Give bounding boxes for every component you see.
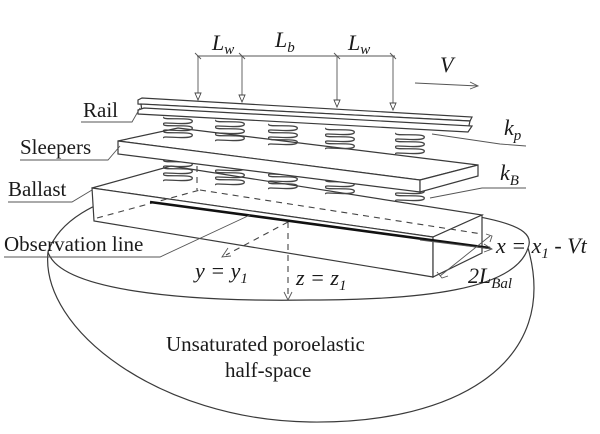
velocity-indicator: V — [414, 52, 480, 90]
spring-coil — [215, 177, 245, 186]
z-axis-label: z = z1 — [295, 265, 346, 294]
spring-coil — [395, 132, 425, 141]
ballast-width-tick-1 — [436, 271, 449, 279]
ballast-side-face — [432, 214, 483, 278]
observation-line-label: Observation line — [4, 232, 143, 256]
spring-coil — [325, 127, 355, 136]
component-labels: Rail Sleepers Ballast Observation line k… — [4, 98, 527, 258]
ballast-width-tick-2 — [485, 233, 493, 243]
kp-leader — [431, 133, 527, 147]
wheel-load-arrowhead — [238, 94, 246, 104]
dimension-tick — [194, 52, 202, 60]
ballast-hidden-edge-2 — [199, 189, 483, 235]
spring-coil — [215, 133, 245, 142]
rail-pad-spring — [163, 116, 193, 139]
spring-coil — [325, 186, 355, 195]
spring-coil — [215, 170, 245, 179]
velocity-arrowhead — [469, 81, 480, 90]
z-axis-arrowhead — [283, 291, 293, 302]
rail-pad-spring — [395, 132, 425, 155]
spring-coil — [268, 130, 298, 139]
spring-coil — [395, 193, 425, 202]
rail-pad-spring — [215, 119, 245, 142]
kB-leader — [429, 187, 526, 199]
y-axis-label: y = y1 — [193, 258, 248, 287]
rail-leader — [81, 107, 141, 123]
sleepers-label: Sleepers — [20, 135, 91, 159]
spring-coil — [163, 159, 193, 168]
spring-coil — [268, 123, 298, 132]
spring-coil — [268, 174, 298, 183]
spring-coil — [268, 137, 298, 146]
ballast-spring — [163, 159, 193, 182]
wheel-load-arrowhead — [194, 92, 202, 102]
rail-label: Rail — [83, 98, 118, 122]
dimension-tick — [333, 52, 341, 60]
x-axis-arrow — [419, 239, 493, 250]
wheel-loads — [194, 52, 397, 112]
rail-foot — [137, 107, 474, 133]
kp-label: kp — [504, 115, 522, 144]
x-axis-label: x = x1 - Vt — [495, 233, 588, 262]
wheel-spacing-label-left: Lw — [211, 30, 234, 58]
ballast-leader — [8, 189, 93, 203]
spring-coil — [215, 126, 245, 135]
rail — [137, 97, 474, 133]
wheel-spacing-label-right: Lw — [347, 30, 370, 58]
wheel-load-arrowhead — [333, 99, 341, 109]
spring-coil — [325, 134, 355, 143]
ballast-hidden-edge-1 — [96, 189, 201, 219]
sleeper-slab — [117, 127, 479, 193]
spring-coil — [325, 179, 355, 188]
velocity-label: V — [440, 52, 456, 77]
spring-coil — [395, 139, 425, 148]
sleeper-side-face — [419, 164, 479, 193]
spring-coil — [215, 119, 245, 128]
rail-pad-springs — [163, 116, 425, 155]
rail-pad-spring — [325, 127, 355, 150]
halfspace-caption-line-1: Unsaturated poroelastic — [166, 332, 365, 356]
rail-head — [137, 97, 473, 122]
bogie-spacing-label: Lb — [274, 27, 295, 56]
ballast-label: Ballast — [8, 177, 66, 201]
halfspace-caption-line-2: half-space — [225, 358, 311, 382]
spring-coil — [163, 123, 193, 132]
ballast-block — [91, 165, 485, 278]
observation-line-leader — [4, 214, 251, 258]
spring-coil — [268, 181, 298, 190]
dimension-tick — [389, 52, 397, 60]
kB-label: kB — [500, 160, 519, 189]
observation-line-path — [149, 200, 491, 250]
sleepers-leader — [20, 145, 121, 161]
spring-coil — [395, 146, 425, 155]
spring-coil — [163, 173, 193, 182]
y-axis-arrowhead — [221, 247, 232, 258]
rail-pad-spring — [268, 123, 298, 146]
velocity-arrow — [414, 82, 479, 87]
spring-coil — [163, 166, 193, 175]
coordinate-axes — [149, 200, 494, 302]
y-axis-arrow — [225, 221, 289, 256]
wheel-load-arrowhead — [389, 102, 397, 112]
spring-coil — [163, 116, 193, 125]
spring-coil — [325, 141, 355, 150]
spring-coil — [163, 130, 193, 139]
dimension-tick — [238, 52, 246, 60]
ballast-width-dim — [439, 235, 491, 277]
ballast-width-label: 2LBal — [468, 263, 512, 292]
halfspace-bowl — [47, 247, 535, 423]
x-axis-arrowhead — [483, 243, 494, 253]
